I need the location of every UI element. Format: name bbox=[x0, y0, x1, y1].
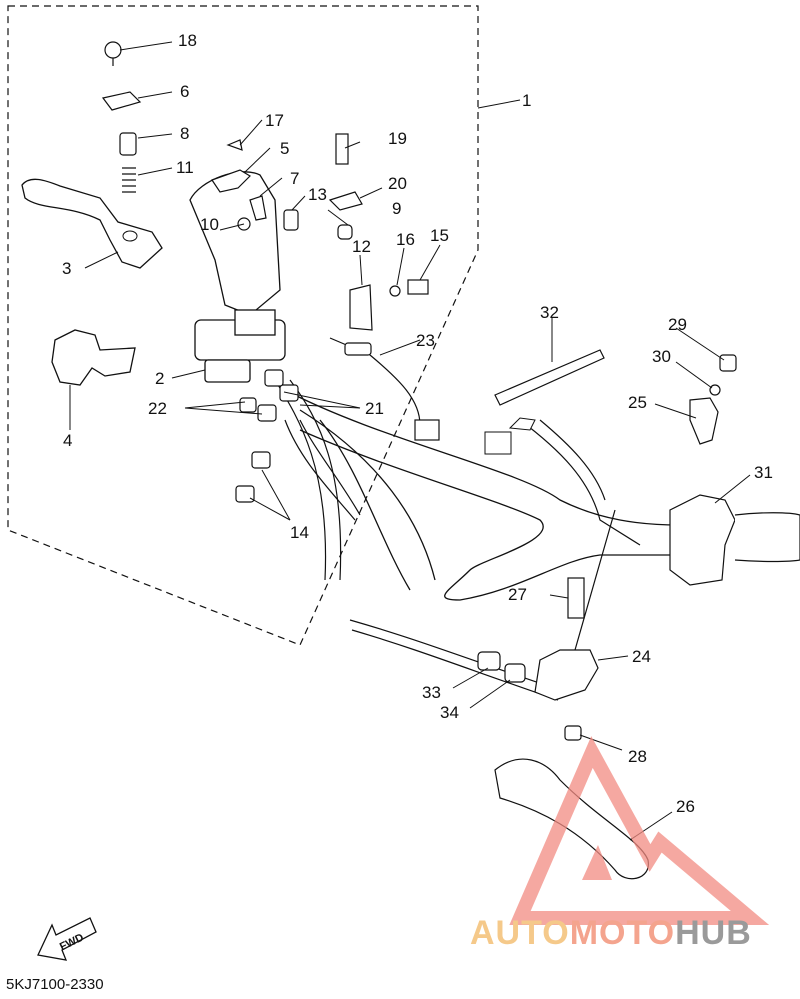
watermark-hub: HUB bbox=[675, 914, 752, 952]
callout-23: 23 bbox=[416, 331, 435, 350]
callout-26: 26 bbox=[676, 797, 695, 816]
callout-10: 10 bbox=[200, 215, 219, 234]
callout-8: 8 bbox=[180, 124, 189, 143]
drawing-code: 5KJ7100-2330 bbox=[6, 976, 104, 993]
hose-fittings bbox=[235, 369, 299, 503]
clutch-lever-link bbox=[574, 509, 616, 651]
callout-4: 4 bbox=[63, 431, 72, 450]
callout-25: 25 bbox=[628, 393, 647, 412]
callout-33: 33 bbox=[422, 683, 441, 702]
master-cylinder bbox=[189, 171, 286, 383]
assembly-boundary bbox=[7, 5, 479, 646]
callout-14: 14 bbox=[290, 523, 309, 542]
callout-17: 17 bbox=[265, 111, 284, 130]
callout-15: 15 bbox=[430, 226, 449, 245]
handlebar bbox=[284, 389, 681, 601]
lever-pivot bbox=[122, 230, 138, 242]
cables bbox=[274, 354, 641, 701]
callout-19: 19 bbox=[388, 129, 407, 148]
watermark-logo-icon bbox=[509, 736, 770, 925]
switch-lead bbox=[329, 337, 440, 441]
clutch-side-parts bbox=[477, 354, 800, 880]
callout-2: 2 bbox=[155, 369, 164, 388]
callout-27: 27 bbox=[508, 585, 527, 604]
watermark-brand: AUTOMOTOHUB bbox=[470, 914, 752, 953]
callout-1: 1 bbox=[522, 91, 531, 110]
callout-30: 30 bbox=[652, 347, 671, 366]
callout-11: 11 bbox=[176, 158, 194, 177]
callout-34: 34 bbox=[440, 703, 459, 722]
switch-bracket-part bbox=[51, 329, 136, 386]
callout-31: 31 bbox=[754, 463, 773, 482]
callout-5: 5 bbox=[280, 139, 289, 158]
brake-lever-part bbox=[21, 178, 163, 269]
callout-24: 24 bbox=[632, 647, 651, 666]
callout-18: 18 bbox=[178, 31, 197, 50]
callout-32: 32 bbox=[540, 303, 559, 322]
watermark-moto: MOTO bbox=[569, 914, 676, 952]
callout-7: 7 bbox=[290, 169, 299, 188]
callout-29: 29 bbox=[668, 315, 687, 334]
callout-16: 16 bbox=[396, 230, 415, 249]
callout-28: 28 bbox=[628, 747, 647, 766]
callout-12: 12 bbox=[352, 237, 371, 256]
cable-tie-part bbox=[494, 349, 605, 406]
callout-6: 6 bbox=[180, 82, 189, 101]
callout-20: 20 bbox=[388, 174, 407, 193]
small-parts bbox=[101, 41, 429, 331]
watermark-auto: AUTO bbox=[470, 914, 570, 952]
callout-9: 9 bbox=[392, 199, 401, 218]
callout-22: 22 bbox=[148, 399, 167, 418]
callout-3: 3 bbox=[62, 259, 71, 278]
fwd-arrow-icon: FWD bbox=[37, 917, 97, 961]
callout-13: 13 bbox=[308, 185, 327, 204]
leader-lines bbox=[69, 41, 751, 841]
callout-21: 21 bbox=[365, 399, 384, 418]
